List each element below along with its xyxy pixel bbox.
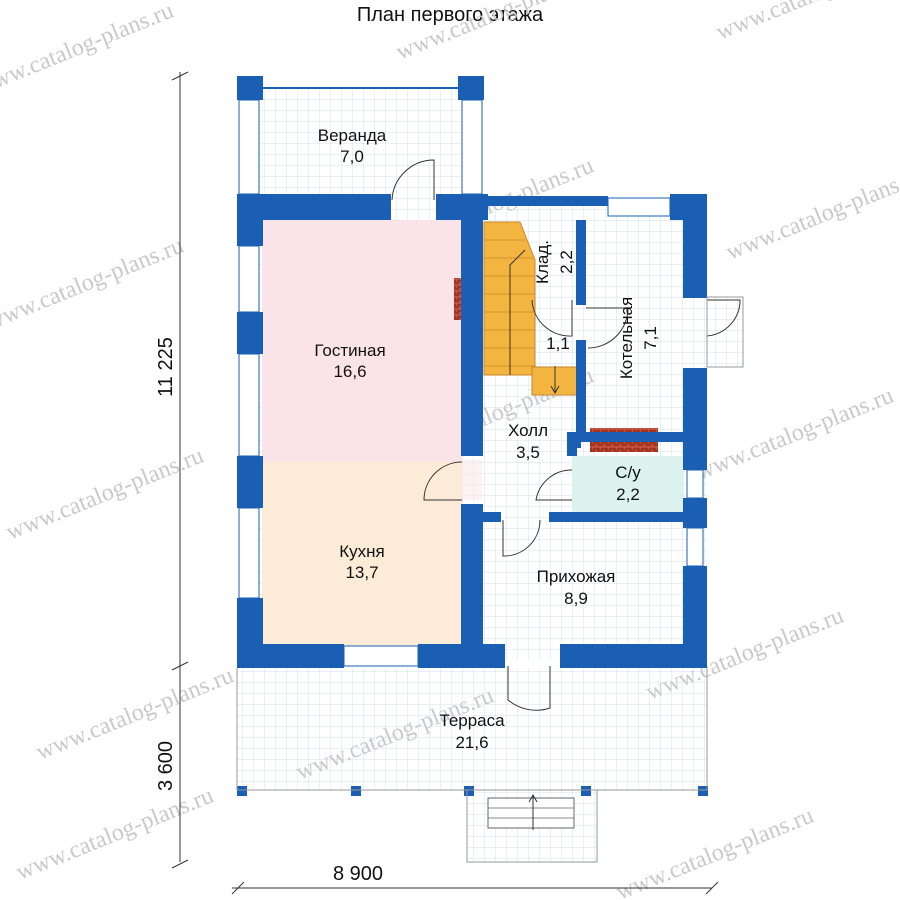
room-boiler-name: Котельная <box>617 297 636 379</box>
terrace-floor <box>237 668 707 790</box>
room-hall-name: Холл <box>508 421 548 440</box>
room-storage-name: Клад. <box>533 240 552 284</box>
watermark: www.catalog-plans.ru <box>393 0 598 66</box>
room-bathroom-name: С/у <box>615 463 641 482</box>
walls <box>237 76 708 796</box>
room-hall-area: 3,5 <box>516 443 540 462</box>
living-room-fill <box>262 220 462 462</box>
watermark: www.catalog-plans.ru <box>33 663 238 766</box>
hall-fill-left <box>462 460 482 500</box>
room-entrance-name: Прихожая <box>537 567 616 586</box>
room-storage-area: 2,2 <box>557 250 576 274</box>
watermark: www.catalog-plans.ru <box>0 233 187 336</box>
side-porch-floor <box>707 297 743 367</box>
windows <box>238 99 704 667</box>
watermark: www.catalog-plans.ru <box>713 0 900 46</box>
dimension-height-main: 11 225 <box>155 337 177 397</box>
room-terrace-area: 21,6 <box>455 733 488 752</box>
room-terrace-name: Терраса <box>439 711 505 730</box>
doors <box>391 159 744 711</box>
room-veranda-name: Веранда <box>318 126 387 145</box>
dimension-lines <box>171 71 719 895</box>
watermark: www.catalog-plans.ru <box>693 383 898 486</box>
room-kitchen-name: Кухня <box>339 542 385 561</box>
kitchen-fill <box>262 462 462 648</box>
room-stairs-area: 1,1 <box>546 334 570 353</box>
dimension-width: 8 900 <box>333 863 383 885</box>
room-bathroom-area: 2,2 <box>616 485 640 504</box>
porch-steps <box>466 790 598 863</box>
room-living-name: Гостиная <box>314 341 385 360</box>
watermark: www.catalog-plans.ru <box>723 163 900 266</box>
page-title: План первого этажа <box>356 4 544 26</box>
room-boiler-area: 7,1 <box>641 326 660 350</box>
staircase <box>483 221 581 396</box>
watermark: www.catalog-plans.ru <box>13 783 218 886</box>
watermark: www.catalog-plans.ru <box>0 0 177 101</box>
bathroom-fill <box>572 456 684 512</box>
dimension-height-terrace: 3 600 <box>155 741 177 791</box>
watermark: www.catalog-plans.ru <box>3 443 208 546</box>
veranda-floor <box>247 90 469 200</box>
room-entrance-area: 8,9 <box>564 589 588 608</box>
room-kitchen-area: 13,7 <box>345 563 378 582</box>
room-living-area: 16,6 <box>333 362 366 381</box>
room-veranda-area: 7,0 <box>340 147 364 166</box>
